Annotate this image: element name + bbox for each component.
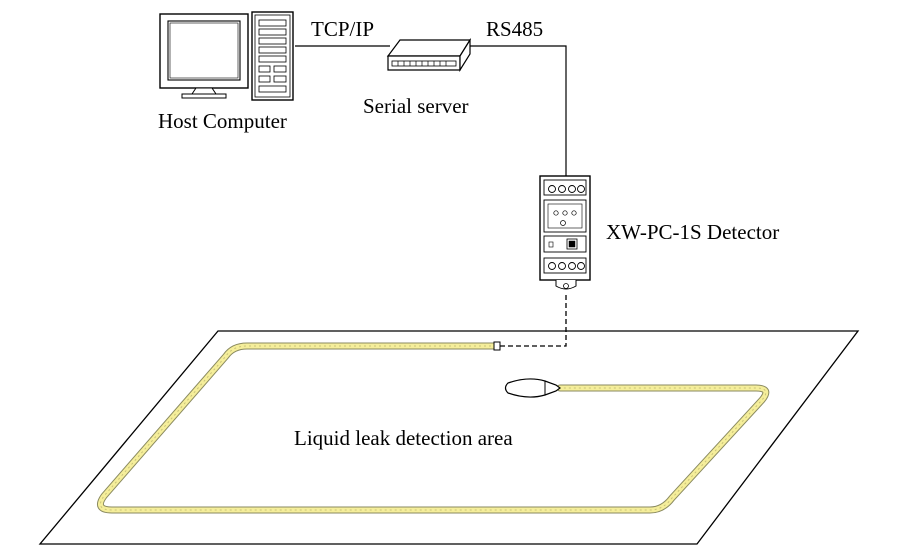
cable-end-terminal [504,378,561,398]
communication-wires [295,45,567,176]
detector-label: XW-PC-1S Detector [606,220,780,244]
detection-area-label: Liquid leak detection area [294,426,513,450]
host-computer-icon [159,11,294,101]
serial-server-icon [386,37,472,73]
leak-detection-cable [96,341,770,514]
rs485-label: RS485 [486,17,544,41]
detection-area-floor [38,330,860,545]
rs485-wire [470,45,567,176]
lead-wire [500,294,567,347]
host-computer-label: Host Computer [158,109,287,133]
serial-server-label: Serial server [363,94,469,118]
tcp-ip-label: TCP/IP [311,17,375,41]
detector-icon [539,175,591,290]
